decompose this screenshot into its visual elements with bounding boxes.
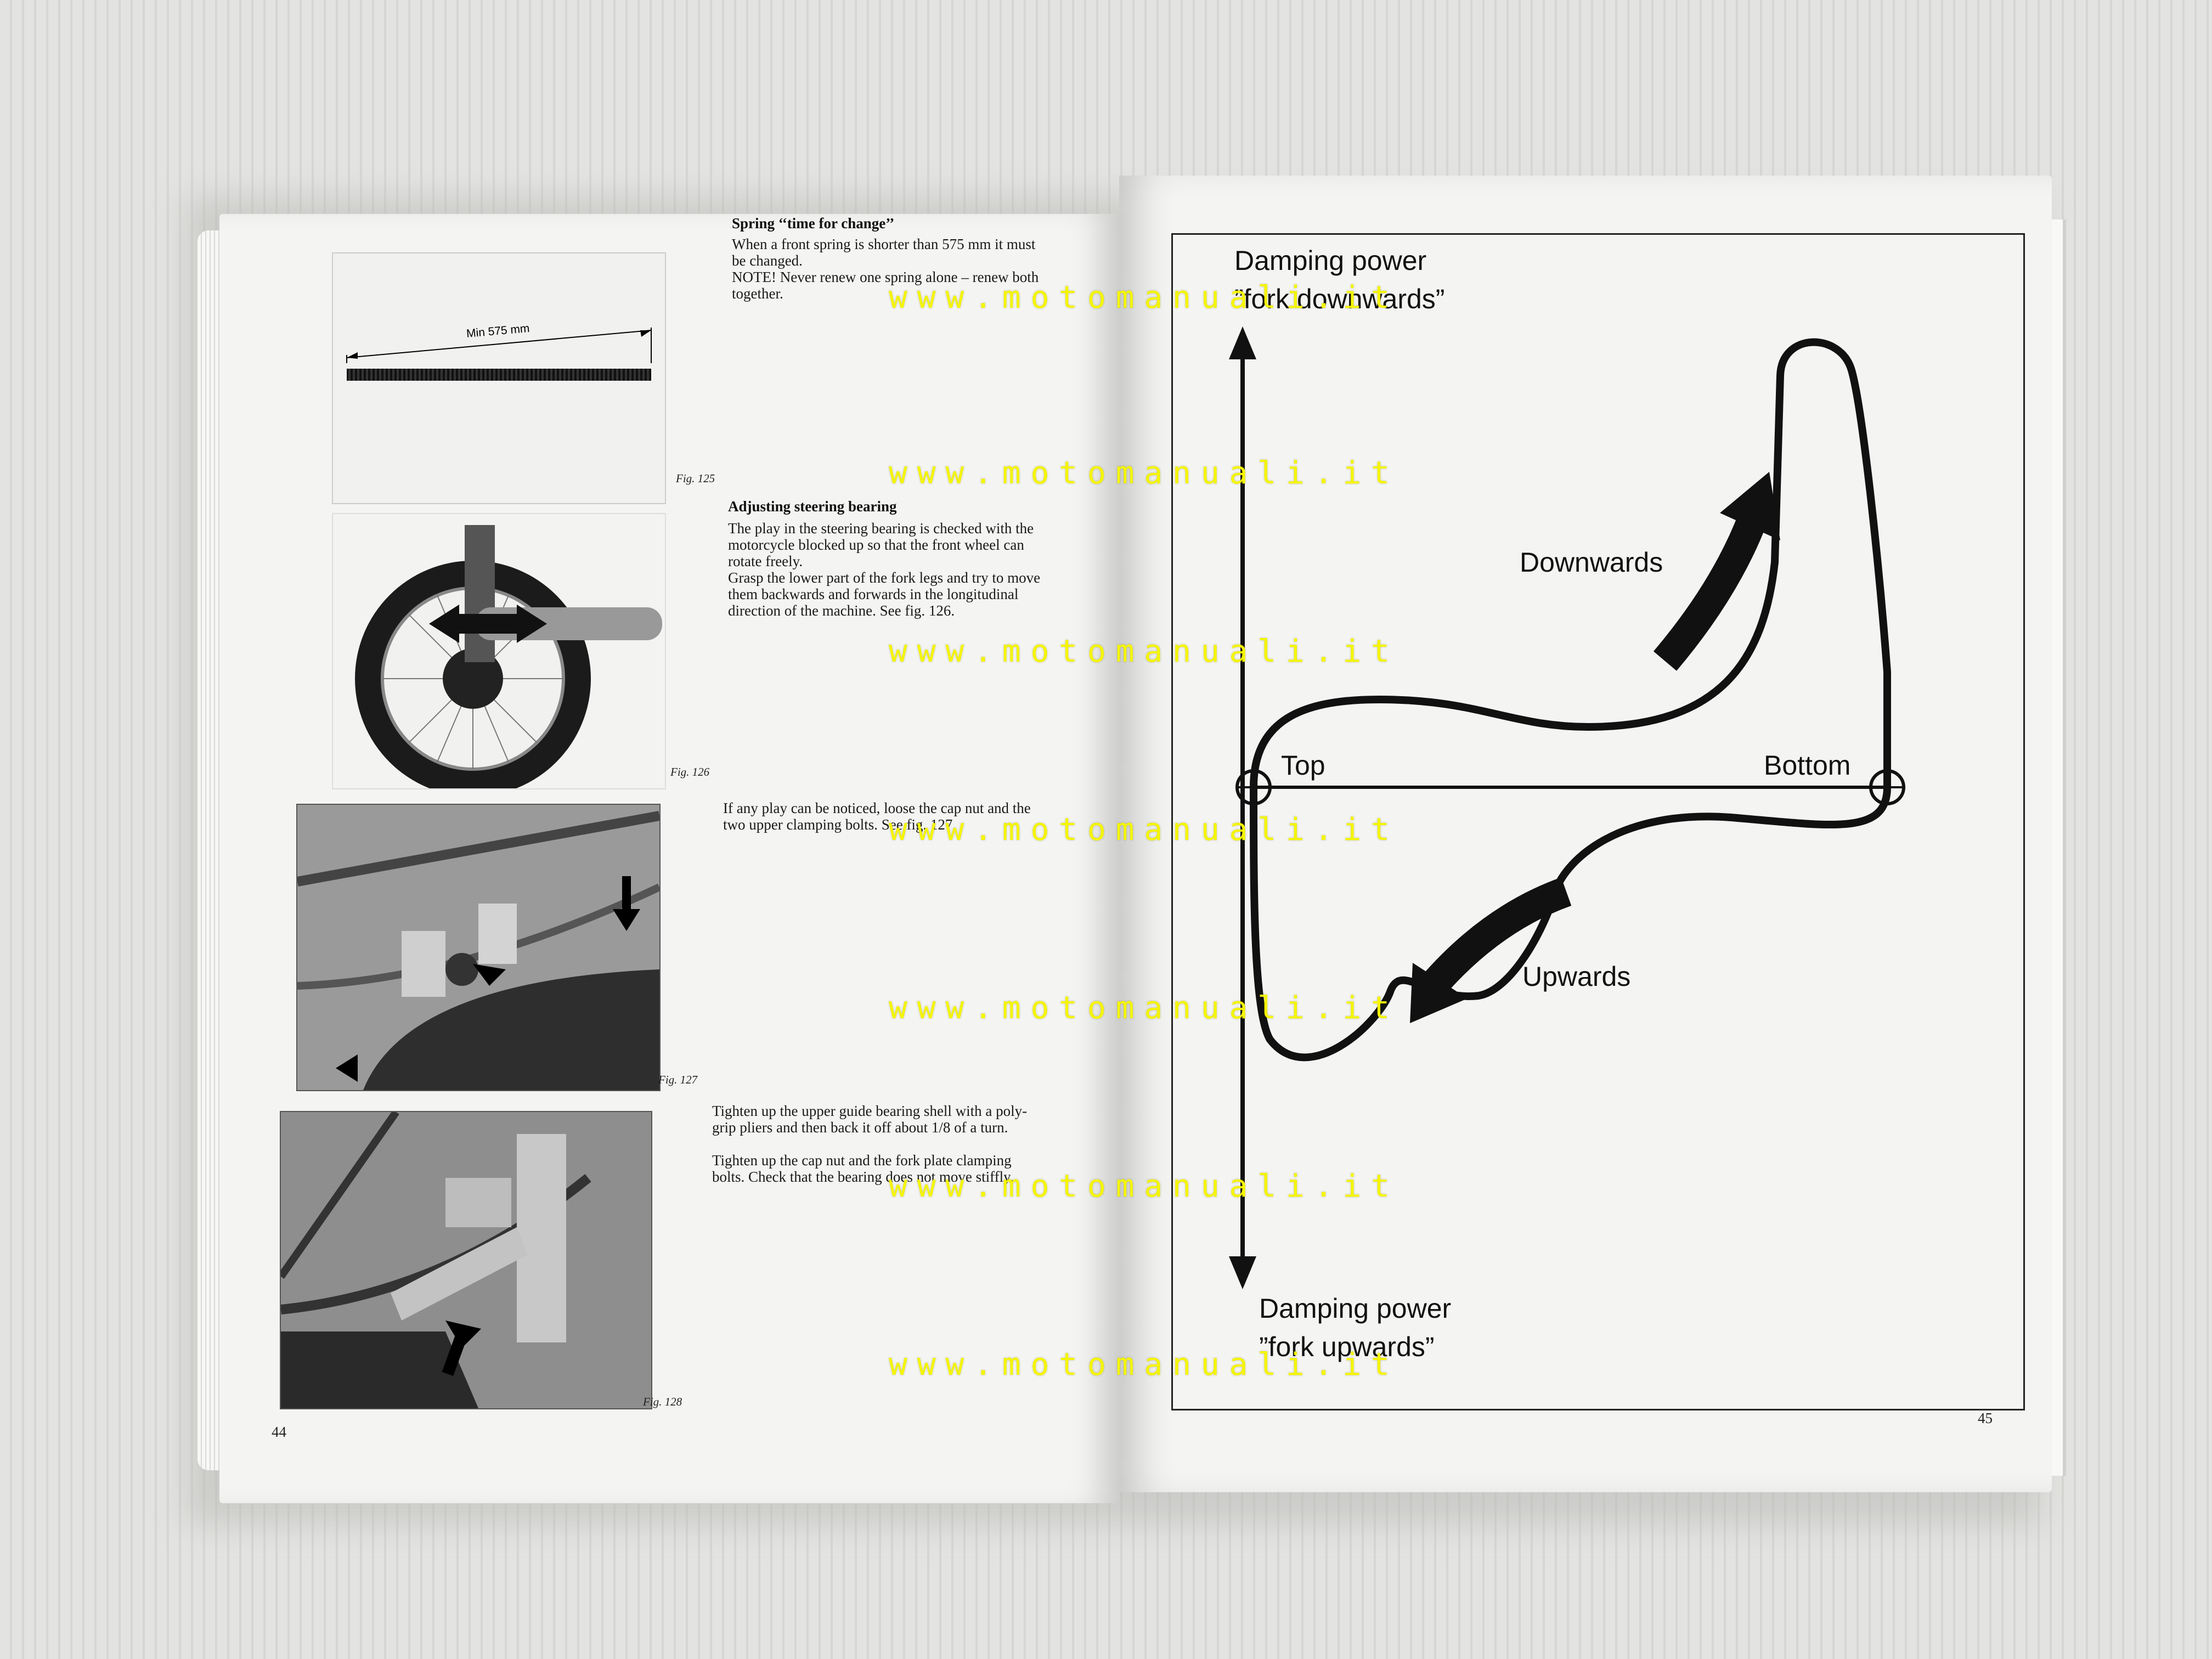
fig-127-caption: Fig. 127 [658, 1073, 698, 1086]
watermark: www.motomanuali.it [889, 812, 1400, 848]
fig-128-text-1: Tighten up the upper guide bearing shell… [712, 1103, 1028, 1136]
fig-125-heading: Spring ‘‘time for change’’ [732, 215, 895, 232]
watermark: www.motomanuali.it [889, 455, 1400, 491]
upwards-arrow-icon [1410, 963, 1468, 1023]
top-axis-label: Damping power ”fork downwards” [1234, 245, 1445, 314]
fig-125-spring-photo [332, 252, 666, 504]
top-point-label: Top [1281, 750, 1325, 781]
fig-126-heading: Adjusting steering bearing [728, 498, 897, 515]
fig-127-text: If any play can be noticed, loose the ca… [723, 800, 1031, 833]
axis-arrow-down-icon [1229, 1256, 1256, 1289]
fig-127-clamp-photo [296, 804, 661, 1091]
watermark: www.motomanuali.it [889, 1169, 1400, 1204]
damping-diagram [1229, 326, 1905, 1289]
fig-128-text-2: Tighten up the cap nut and the fork plat… [712, 1152, 1014, 1185]
fig-128-fork-photo [280, 1111, 652, 1409]
fig-126-wheel-photo [332, 513, 666, 789]
downwards-label: Downwards [1520, 547, 1663, 578]
upwards-label: Upwards [1522, 961, 1631, 992]
fig-125-caption: Fig. 125 [676, 472, 715, 485]
watermark: www.motomanuali.it [889, 280, 1400, 315]
fig-126-caption: Fig. 126 [670, 765, 710, 778]
spring-illustration [346, 328, 652, 381]
damping-loop-curve [1249, 338, 1891, 1062]
watermark: www.motomanuali.it [889, 990, 1400, 1026]
watermark: www.motomanuali.it [889, 634, 1400, 669]
clamp-illustration [297, 805, 659, 1090]
page-number-right: 45 [1978, 1410, 1993, 1426]
fig-128-caption: Fig. 128 [643, 1395, 682, 1408]
downwards-arrow-icon [1720, 472, 1780, 540]
bottom-point-label: Bottom [1764, 750, 1851, 781]
bottom-axis-label: Damping power ”fork upwards” [1259, 1293, 1452, 1362]
page-number-left: 44 [272, 1424, 286, 1440]
watermark: www.motomanuali.it [889, 1347, 1400, 1383]
fig-126-text: The play in the steering bearing is chec… [728, 520, 1041, 619]
fig-125-text: When a front spring is shorter than 575 … [732, 236, 1039, 302]
axis-arrow-up-icon [1229, 326, 1256, 359]
right-page [1119, 176, 2052, 1492]
fork-illustration [281, 1112, 651, 1408]
damping-diagram-frame [1171, 233, 2025, 1410]
wheel-illustration [355, 525, 662, 788]
